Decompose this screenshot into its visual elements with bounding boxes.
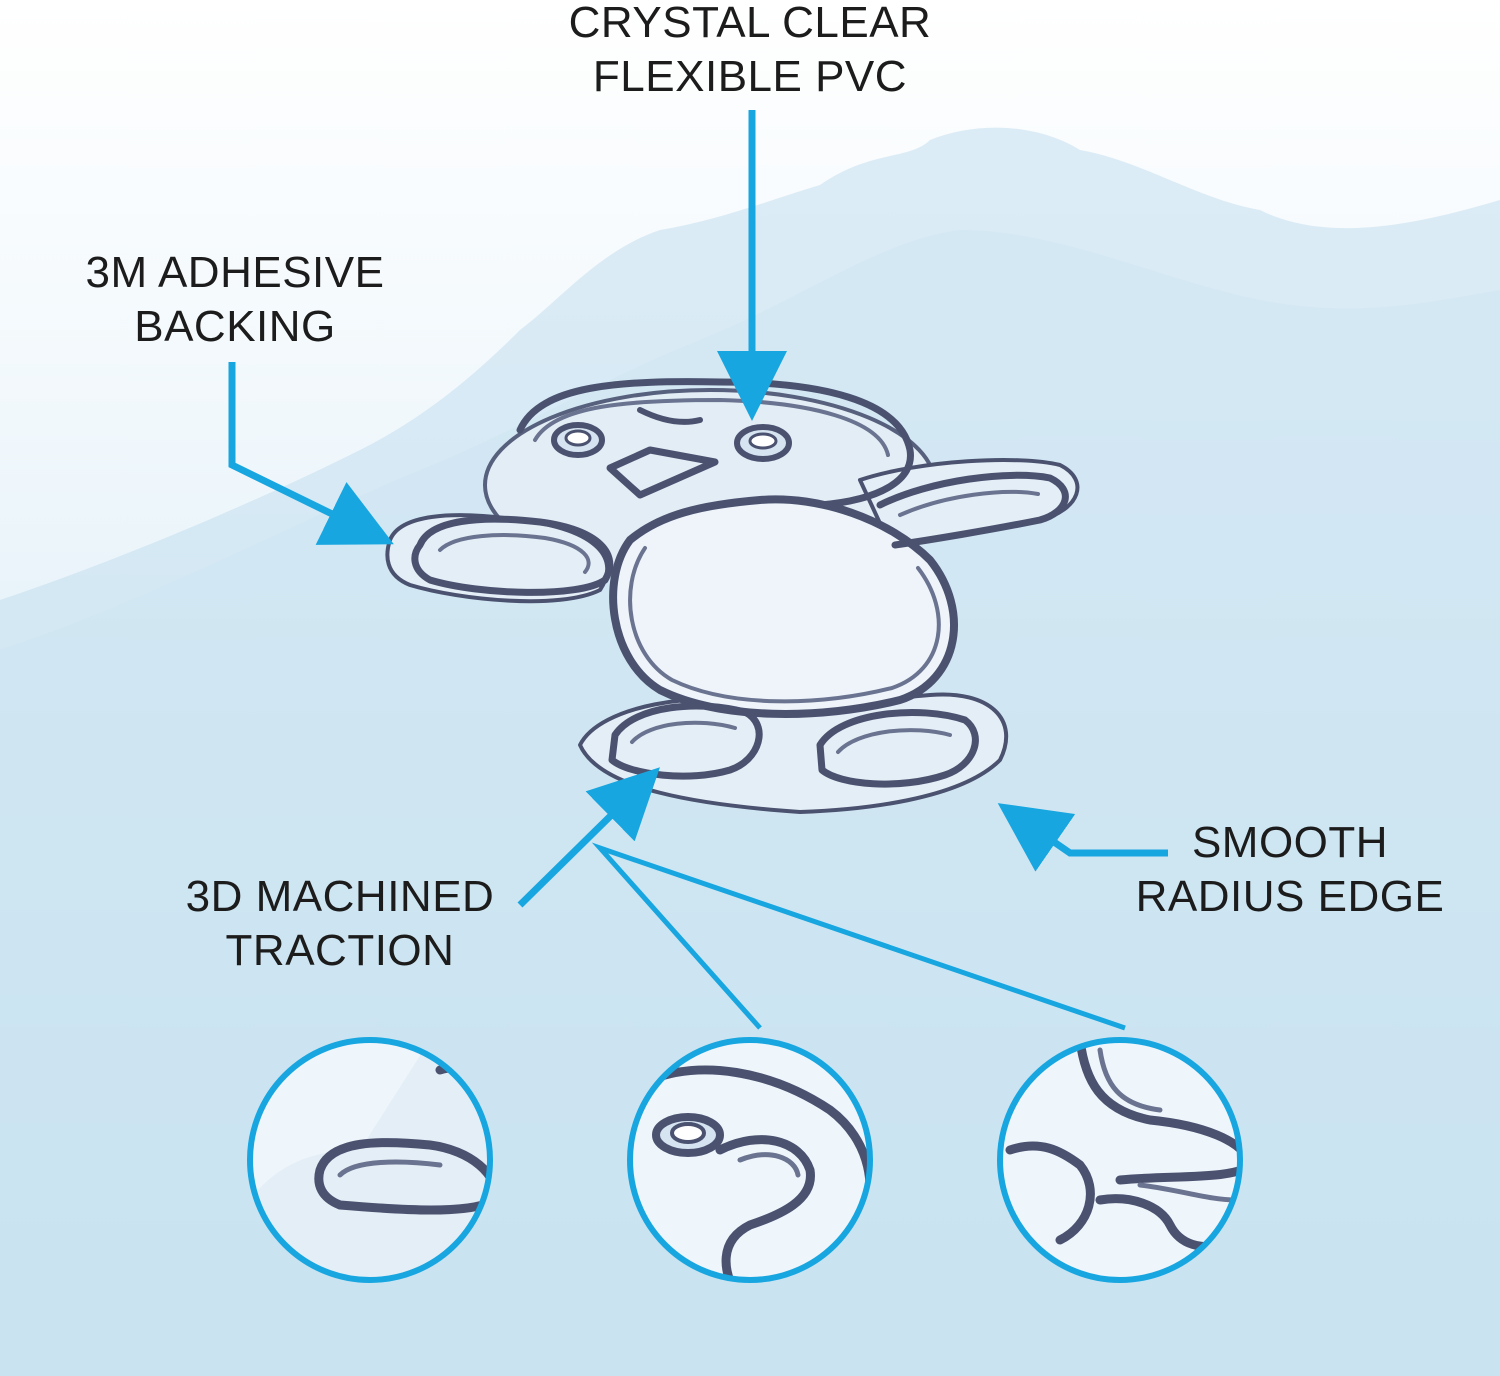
adhesive-arrow [228,362,394,545]
callout-3m-adhesive: 3M ADHESIVE BACKING [60,246,410,354]
callout-traction-line2: TRACTION [225,926,455,975]
traction-arrow [517,767,660,908]
callout-pvc-line2: FLEXIBLE PVC [592,52,908,101]
callout-edge-line2: RADIUS EDGE [1135,872,1445,921]
detail-connector-lines [591,842,1126,1031]
detail-circle-3 [997,1037,1243,1283]
callout-arrows [228,110,1168,1031]
callout-adhesive-line1: 3M ADHESIVE [85,248,385,297]
detail-circle-1 [247,1037,493,1283]
callout-smooth-edge: SMOOTH RADIUS EDGE [1110,816,1470,924]
callout-traction-line1: 3D MACHINED [185,872,495,921]
callout-3d-traction: 3D MACHINED TRACTION [150,870,530,978]
callout-crystal-clear-pvc: CRYSTAL CLEAR FLEXIBLE PVC [540,0,960,104]
penguin-traction-pad [385,378,1080,814]
callout-pvc-line1: CRYSTAL CLEAR [568,0,932,47]
callout-edge-line1: SMOOTH [1191,818,1389,867]
edge-arrow [997,803,1168,872]
detail-circle-2 [627,1037,873,1283]
callout-adhesive-line2: BACKING [134,302,336,351]
